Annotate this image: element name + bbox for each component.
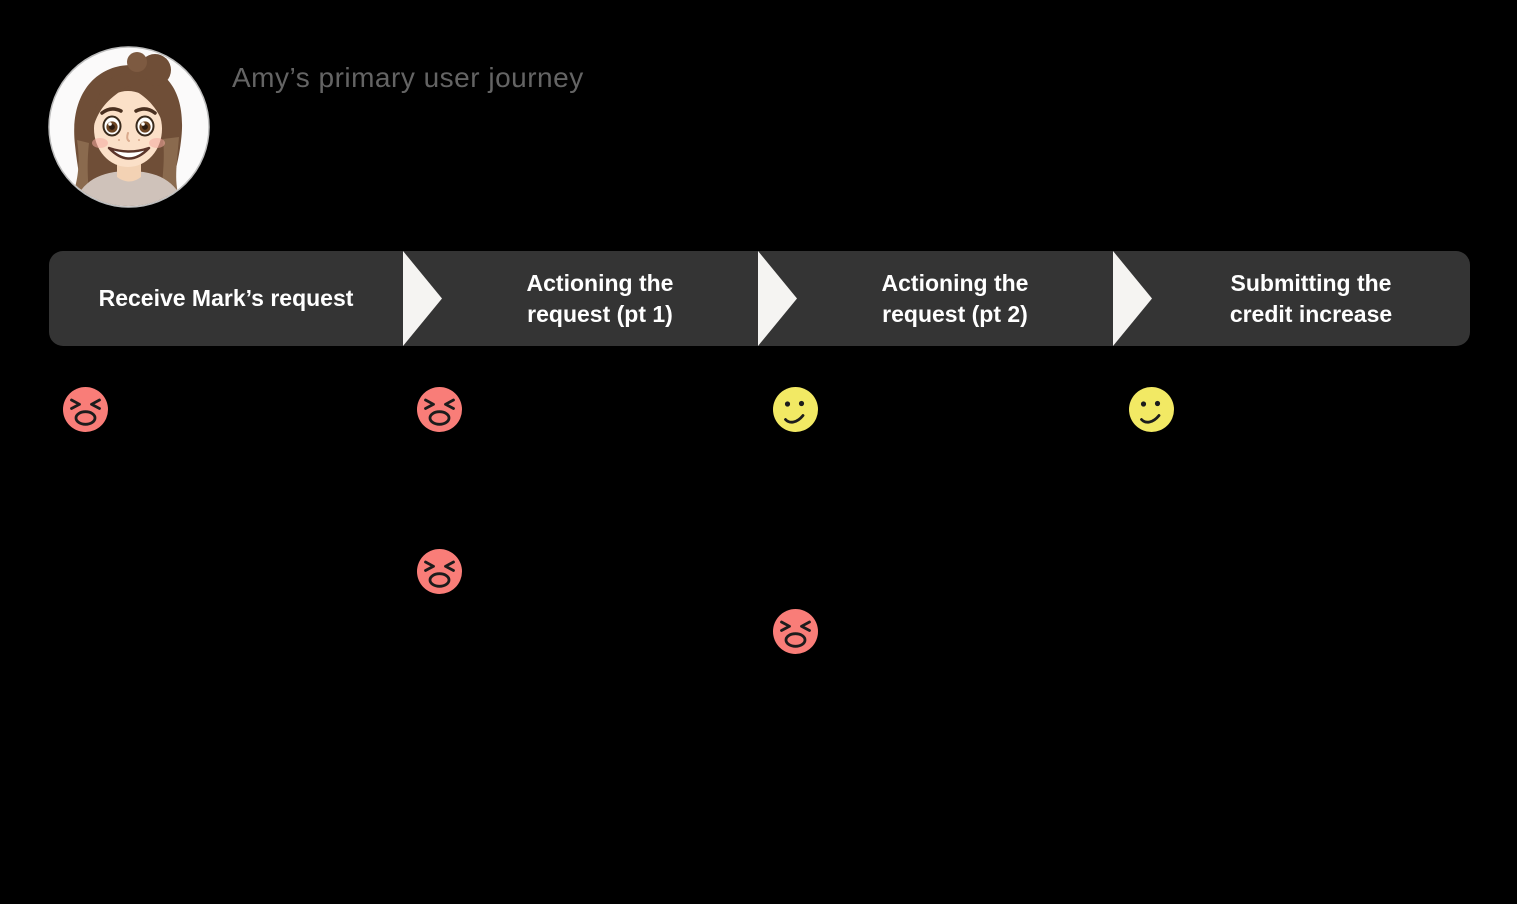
emotion-face-angry: [417, 549, 462, 594]
emotion-face-confused: [1129, 387, 1174, 432]
stage-label-actioning-pt1: Actioning the request (pt 1): [526, 270, 674, 327]
stage-label-actioning-pt2: Actioning the request (pt 2): [881, 270, 1029, 327]
emotion-face-confused: [773, 387, 818, 432]
emotion-face-angry: [63, 387, 108, 432]
page-title: Amy’s primary user journey: [232, 62, 584, 93]
emotion-face-angry: [417, 387, 462, 432]
avatar-illustration: [48, 46, 210, 208]
avatar: [47, 45, 211, 209]
journey-stage-bar: Receive Mark’s request Actioning the req…: [49, 251, 1470, 346]
stage-label-submitting-credit-increase: Submitting the credit increase: [1229, 270, 1393, 327]
emotion-face-angry: [773, 609, 818, 654]
stage-label-receive-request: Receive Mark’s request: [98, 285, 354, 312]
